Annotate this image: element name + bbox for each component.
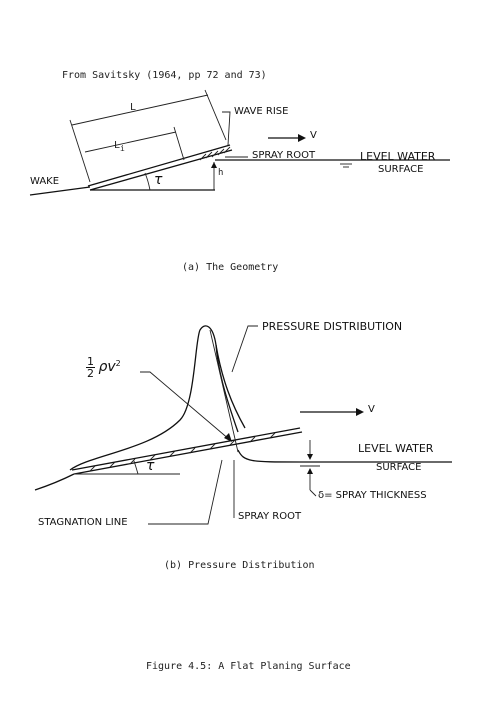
label-L: L — [130, 102, 137, 113]
dynamic-pressure-leader — [140, 371, 231, 441]
label-tau-pressure: τ — [146, 458, 155, 474]
plate-top-b — [71, 427, 301, 471]
Li-dimension-line — [84, 131, 177, 153]
pressure-dist-leader — [231, 325, 258, 373]
level-water-line-b — [237, 449, 452, 463]
label-surface-pressure: SURFACE — [376, 462, 422, 473]
label-h: h — [218, 168, 224, 178]
plate-bottom-b — [73, 431, 303, 475]
tau-arc — [144, 172, 151, 191]
label-stagnation-line: STAGNATION LINE — [38, 517, 128, 528]
plate-hatch-b — [89, 432, 276, 472]
plate-top — [87, 144, 231, 187]
label-wave-rise: WAVE RISE — [234, 106, 289, 117]
stagnation-leader — [148, 459, 223, 525]
label-wake: WAKE — [30, 176, 60, 187]
label-level-water-geometry: LEVEL WATER — [360, 150, 436, 163]
label-pressure-distribution: PRESSURE DISTRIBUTION — [262, 320, 403, 333]
label-spray-root-pressure: SPRAY ROOT — [238, 511, 302, 522]
caption-geometry: (a) The Geometry — [182, 262, 279, 273]
caption-pressure: (b) Pressure Distribution — [164, 560, 315, 571]
wake-curve-b — [34, 473, 75, 491]
plate-bottom — [89, 149, 233, 191]
label-spray-thickness: δ= SPRAY THICKNESS — [318, 490, 427, 501]
label-level-water-pressure: LEVEL WATER — [358, 442, 434, 455]
stagnation-line — [209, 329, 239, 453]
label-v-geometry: V — [310, 130, 317, 141]
label-surface-geometry: SURFACE — [378, 164, 424, 175]
source-note: From Savitsky (1964, pp 72 and 73) — [62, 70, 267, 81]
label-v-pressure: V — [368, 404, 375, 415]
wake-line — [29, 186, 91, 196]
label-dynamic-pressure: 1 2 ρv2 — [86, 355, 121, 380]
wave-rise-leader — [222, 111, 231, 146]
L-dimension-line — [71, 94, 209, 126]
label-spray-root-geometry: SPRAY ROOT — [252, 150, 316, 161]
plate-hatch — [199, 146, 231, 161]
figure-caption: Figure 4.5: A Flat Planing Surface — [146, 661, 351, 672]
label-tau-geometry: τ — [154, 172, 163, 188]
label-Li: Li — [114, 140, 125, 153]
pressure-curve — [69, 325, 239, 471]
